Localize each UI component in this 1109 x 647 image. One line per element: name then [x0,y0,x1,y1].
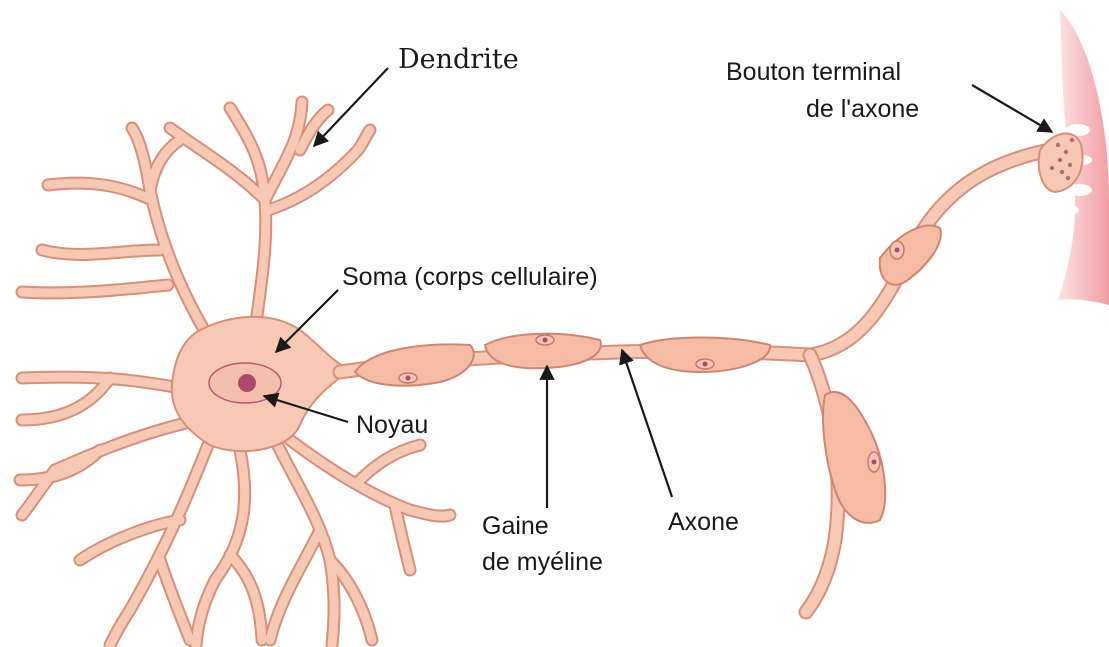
label-gaine-line2: de myéline [482,548,603,576]
label-noyau: Noyau [356,411,428,439]
label-bouton-line1: Bouton terminal [726,58,901,86]
arrow-bouton [972,85,1052,132]
label-dendrite: Dendrite [398,44,519,75]
label-axone: Axone [668,508,739,536]
label-gaine-line1: Gaine [482,512,549,540]
arrow-axone [622,350,672,497]
label-bouton-line2: de l'axone [806,95,919,123]
label-soma: Soma (corps cellulaire) [342,263,598,291]
